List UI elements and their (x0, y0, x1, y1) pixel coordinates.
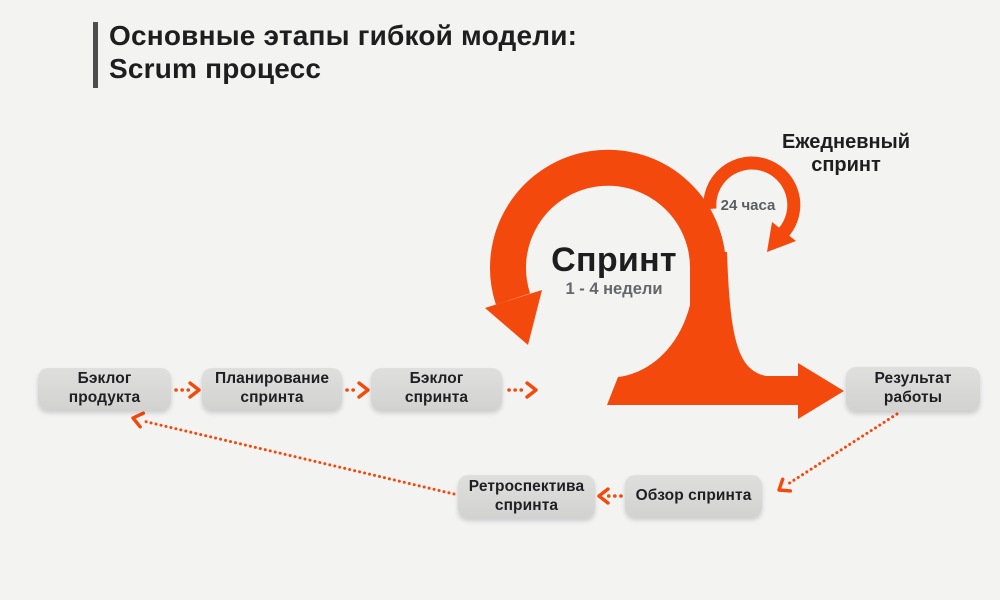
arrow-right-chevron-icon (188, 381, 201, 399)
arrow-left-chevron-icon (597, 487, 610, 505)
arrow-right-chevron-icon (357, 381, 370, 399)
arrow-right-chevron-icon (525, 381, 538, 399)
daily-sprint-label-line2: спринт (811, 154, 881, 176)
flow-arrows (131, 381, 899, 505)
daily-loop-arrowhead-icon (767, 222, 796, 252)
node-label-line: Ретроспектива (468, 477, 585, 495)
node-label-line: Бэклог (77, 370, 132, 388)
arrow-retrospective-to-product-backlog (141, 419, 456, 496)
sprint-loop-arrowhead-icon (485, 290, 542, 345)
node-label-line: спринта (240, 389, 304, 406)
node-label-line: спринта (404, 389, 469, 406)
daily-sprint-label: Ежедневный спринт (736, 131, 956, 177)
daily-sprint-duration-label: 24 часа (720, 197, 776, 214)
page-title-line2: Scrum процесс (109, 53, 322, 84)
node-label-line: Обзор спринта (635, 486, 752, 504)
arrow-chevron-icon (777, 477, 793, 493)
title-accent-bar (93, 22, 98, 88)
node-sprint-review: Обзор спринта (625, 475, 762, 517)
node-product-backlog: Бэклог продукта (38, 368, 171, 410)
node-label-line: Бэклог (409, 370, 464, 388)
node-label-line: продукта (68, 389, 141, 406)
node-label-line: работы (883, 389, 943, 406)
arrow-chevron-icon (131, 411, 146, 429)
node-label-line: Планирование (214, 370, 330, 388)
node-sprint-backlog: Бэклог спринта (371, 368, 502, 410)
page-header: Основные этапы гибкой модели: Scrum проц… (93, 19, 577, 88)
daily-loop-arc (703, 156, 801, 237)
node-label-line: Результат (874, 370, 952, 388)
node-label-line: спринта (494, 496, 559, 514)
node-sprint-retrospective: Ретроспектива спринта (458, 475, 595, 518)
sprint-loop-arc (490, 149, 727, 305)
node-sprint-planning: Планирование спринта (202, 368, 342, 410)
arrow-work-result-to-sprint-review (786, 412, 899, 486)
sprint-label: Спринт (551, 241, 677, 279)
sprint-loop-tail-arrow (607, 252, 844, 419)
page-title-line1: Основные этапы гибкой модели: (109, 20, 578, 51)
page-title: Основные этапы гибкой модели: Scrum проц… (109, 19, 577, 88)
daily-sprint-label-line1: Ежедневный (781, 131, 911, 153)
node-work-result: Результат работы (846, 367, 980, 411)
sprint-duration-label: 1 - 4 недели (565, 280, 663, 298)
